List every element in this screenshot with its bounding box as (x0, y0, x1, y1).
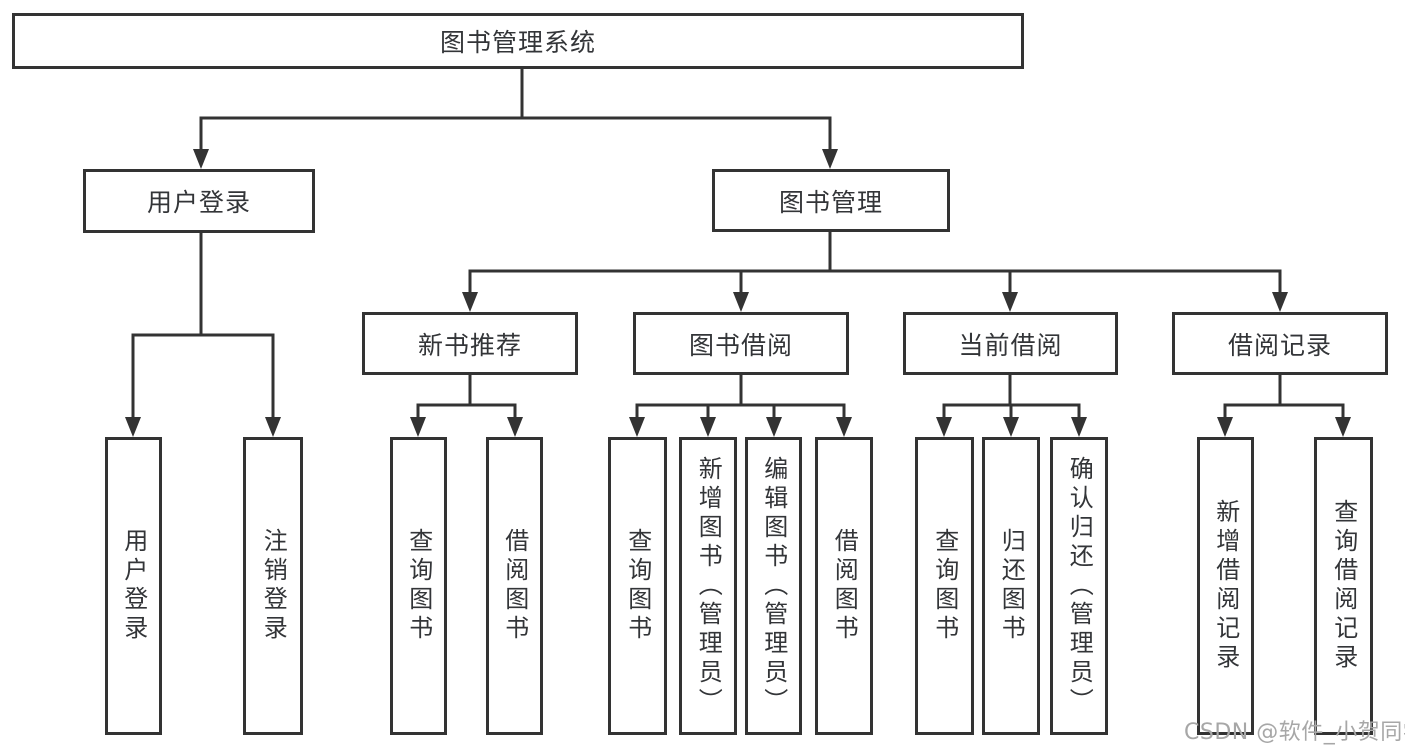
node-book-borrow: 图书借阅 (633, 312, 849, 375)
leaf-user-login: 用户登录 (105, 437, 162, 735)
node-current-borrow: 当前借阅 (903, 312, 1118, 375)
leaf-query-borrow-record: 查询借阅记录 (1314, 437, 1373, 735)
leaf-add-borrow-record: 新增借阅记录 (1197, 437, 1254, 735)
leaf-borrow-books: 借阅图书 (815, 437, 873, 735)
leaf-query-books-current: 查询图书 (915, 437, 974, 735)
leaf-add-book-admin: 新增图书（管理员） (679, 437, 737, 735)
leaf-borrow-books-recommend: 借阅图书 (486, 437, 543, 735)
leaf-logout: 注销登录 (243, 437, 303, 735)
leaf-query-books-recommend: 查询图书 (390, 437, 447, 735)
leaf-edit-book-admin: 编辑图书（管理员） (745, 437, 802, 735)
leaf-return-book: 归还图书 (982, 437, 1040, 735)
leaf-query-books-borrow: 查询图书 (608, 437, 667, 735)
watermark: CSDN @软件_小贺同学 (1184, 720, 1405, 745)
leaf-confirm-return-admin: 确认归还（管理员） (1050, 437, 1108, 735)
node-book-management: 图书管理 (712, 169, 950, 232)
node-user-login: 用户登录 (83, 169, 315, 233)
node-borrow-records: 借阅记录 (1172, 312, 1388, 375)
node-new-book-recommend: 新书推荐 (362, 312, 578, 375)
node-root: 图书管理系统 (12, 13, 1024, 69)
